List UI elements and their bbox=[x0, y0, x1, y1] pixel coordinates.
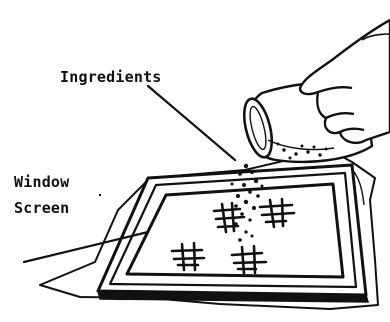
ingredients-pointer bbox=[148, 86, 235, 160]
ingredients-label: Ingredients bbox=[60, 68, 162, 86]
window-label: Window bbox=[14, 173, 69, 191]
label-mark bbox=[99, 194, 101, 196]
screen-label: Screen bbox=[14, 199, 69, 217]
